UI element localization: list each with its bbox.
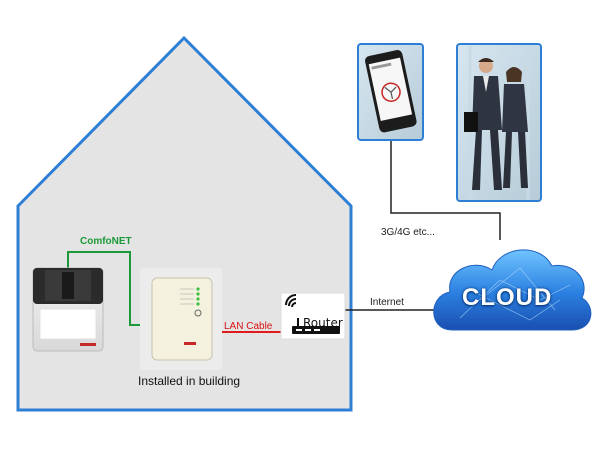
ventilation-unit-icon (32, 267, 104, 352)
gateway-box-icon (140, 268, 222, 370)
mobile-line (390, 140, 501, 240)
wifi-icon (285, 294, 297, 308)
router-label: Router (303, 316, 343, 330)
cloud-icon (433, 249, 592, 331)
cloud-label: CLOUD (462, 284, 553, 311)
installed-in-building-label: Installed in building (138, 374, 241, 388)
mobile-network-label: 3G/4G etc... (381, 227, 435, 238)
comfonet-label: ComfoNET (80, 236, 132, 247)
lan-cable-label: LAN Cable (224, 321, 273, 332)
comfonet-cable (67, 251, 158, 326)
people-photo (456, 43, 542, 202)
internet-label: Internet (370, 297, 404, 308)
smartphone-photo (357, 43, 424, 141)
smartphone-icon (365, 50, 417, 133)
